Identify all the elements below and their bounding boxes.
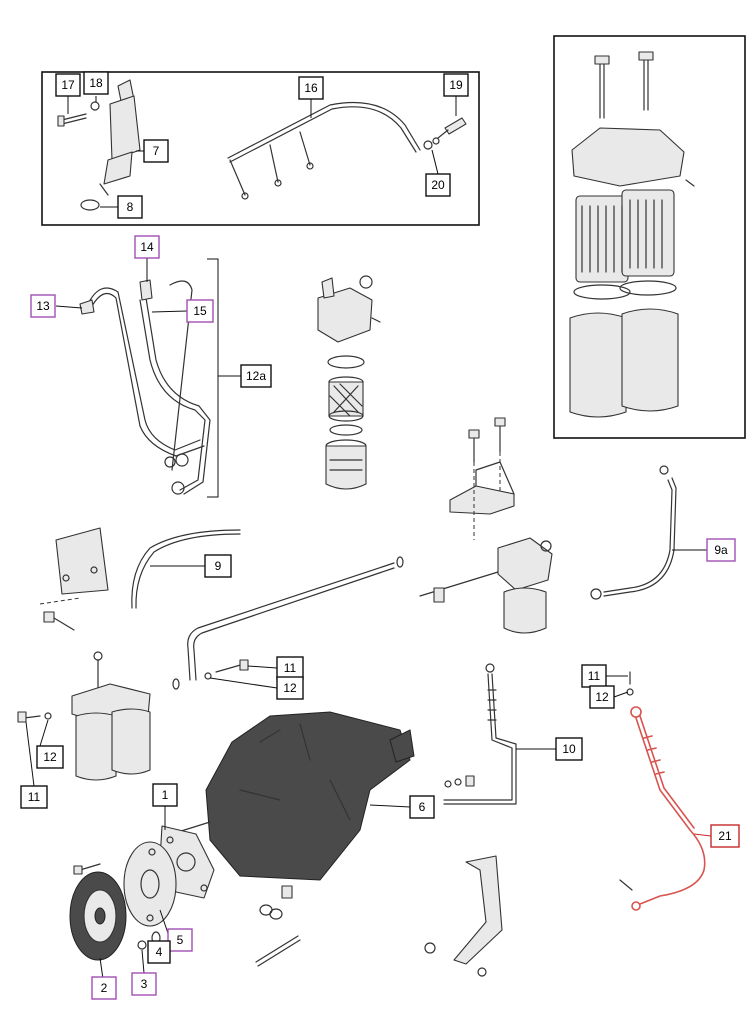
callout-12-right: 12 [589, 685, 615, 709]
callout-13: 13 [30, 294, 56, 318]
callout-18: 18 [83, 71, 109, 95]
gear-bolts [73, 863, 101, 875]
callout-11-mid: 11 [276, 656, 304, 680]
callout-text: 12a [246, 369, 266, 383]
nut-3 [137, 940, 147, 950]
callout-text: 9 [215, 559, 222, 573]
injector-seal-washer-8 [80, 199, 100, 211]
bolt-11-washer-12-mid [204, 659, 249, 680]
callout-15: 15 [186, 299, 214, 323]
callout-text: 10 [562, 742, 576, 756]
callout-text: 1 [162, 788, 169, 802]
twin-filter-assembly [569, 51, 695, 418]
filter-bowl-center [325, 439, 367, 490]
fuel-hose-9 [131, 529, 241, 609]
callout-text: 20 [431, 178, 445, 192]
filter-assembly-left [17, 651, 151, 781]
bolt-17 [57, 113, 87, 127]
callout-text: 18 [89, 76, 103, 90]
callout-text: 5 [177, 933, 184, 947]
callout-5: 5 [167, 928, 193, 952]
callout-12-left: 12 [36, 745, 64, 769]
leader-lines [25, 96, 712, 987]
bolt-11-washer-12-right [619, 671, 634, 891]
callout-12a: 12a [240, 364, 272, 388]
return-hose-9a [590, 465, 677, 600]
callout-9a: 9a [706, 538, 736, 562]
callout-text: 21 [718, 829, 732, 843]
leak-off-line-16 [227, 101, 421, 200]
callout-text: 17 [61, 78, 75, 92]
mounting-plate-left [39, 527, 109, 631]
callout-16: 16 [298, 76, 324, 100]
callout-text: 2 [101, 981, 108, 995]
injector-7 [99, 79, 141, 196]
callout-text: 3 [141, 977, 148, 991]
callout-text: 12 [43, 750, 57, 764]
callout-text: 19 [449, 78, 463, 92]
adapter-plate-5 [123, 841, 177, 927]
washer-20-b [432, 137, 440, 145]
callout-text: 12 [595, 690, 609, 704]
callout-7: 7 [143, 139, 169, 163]
washer-20-a [423, 140, 433, 150]
callout-19: 19 [443, 73, 469, 97]
bracket-12a [207, 258, 219, 498]
callout-3: 3 [131, 972, 157, 996]
filter-detail-frame [553, 35, 746, 439]
callout-17: 17 [55, 73, 81, 97]
callout-2: 2 [91, 976, 117, 1000]
callout-text: 11 [28, 790, 41, 804]
filter-mount-bracket [449, 417, 515, 540]
stud-and-nuts [255, 885, 301, 967]
callout-21: 21 [710, 824, 740, 848]
callout-text: 9a [714, 543, 728, 557]
injection-pump-6 [177, 711, 415, 881]
callout-text: 13 [36, 299, 50, 313]
line-fitting-13 [79, 299, 95, 315]
callout-text: 12 [283, 681, 297, 695]
washer-18 [90, 101, 100, 111]
callout-14: 14 [134, 235, 160, 259]
callout-text: 11 [588, 669, 601, 683]
filter-o-ring-lower [329, 424, 363, 436]
callout-11-right: 11 [581, 664, 607, 688]
support-bracket-lower [424, 855, 503, 977]
filter-head-center [317, 275, 381, 343]
callout-9: 9 [204, 554, 232, 578]
callout-text: 7 [153, 144, 160, 158]
injector-group-frame [41, 71, 480, 226]
callout-12-mid: 12 [276, 676, 304, 700]
fuel-tube-long [172, 556, 404, 690]
callout-text: 11 [284, 661, 297, 675]
filter-screen-element [328, 376, 364, 422]
callout-text: 6 [419, 800, 426, 814]
callout-1: 1 [152, 783, 178, 807]
callout-4: 4 [147, 940, 171, 964]
callout-labels: 17 18 7 8 16 19 20 14 13 15 12a 9 9a 11 … [20, 71, 740, 1000]
drive-gear-2 [69, 871, 127, 961]
filter-assembly-right [419, 537, 553, 634]
line-clamp-14 [139, 279, 153, 301]
callout-8: 8 [117, 195, 143, 219]
callout-20: 20 [425, 173, 451, 197]
callout-6: 6 [409, 795, 435, 819]
injection-lines-12a [87, 280, 211, 495]
callout-text: 8 [127, 200, 134, 214]
callout-11-left: 11 [20, 785, 48, 809]
callout-text: 4 [156, 945, 163, 959]
callout-text: 16 [304, 81, 318, 95]
callout-text: 15 [193, 304, 207, 318]
callout-10: 10 [555, 737, 583, 761]
fuel-line-10 [443, 663, 517, 805]
callout-text: 14 [140, 240, 154, 254]
fuel-line-21 [630, 706, 706, 911]
filter-o-ring-upper [327, 355, 365, 369]
banjo-bolt-19 [437, 117, 467, 139]
